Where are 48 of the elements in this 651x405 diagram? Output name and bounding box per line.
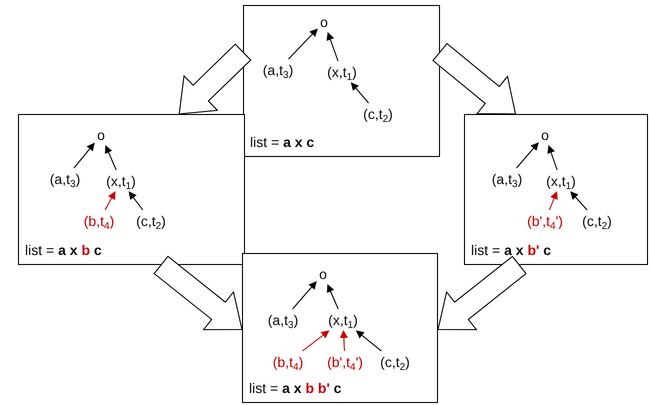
list-text: list = a x c	[250, 134, 314, 150]
arrow	[74, 142, 95, 168]
arrow	[350, 82, 370, 104]
list-text: list = a x b c	[25, 242, 102, 258]
arrow	[548, 191, 558, 210]
block-arrow	[154, 256, 243, 330]
arrow	[104, 145, 117, 170]
tree-node-label: o	[97, 127, 105, 143]
tree-node-label: (c,t$_{2}$)	[380, 354, 410, 370]
arrow	[547, 145, 558, 170]
arrow	[356, 330, 382, 352]
list-text: list = a x b b' c	[249, 380, 342, 396]
tree-node-label: (x,t$_{1}$)	[546, 173, 576, 189]
panel-frame	[243, 5, 440, 157]
tree-node-label: (x,t$_{1}$)	[106, 173, 136, 189]
arrow	[570, 191, 588, 210]
tree-node-label: o	[319, 266, 327, 282]
list-text: list = a x b' c	[471, 242, 552, 258]
arrow	[326, 284, 339, 310]
tree-node-label: (c,t$_{2}$)	[363, 106, 393, 122]
panel-frame	[464, 114, 648, 265]
tree-node-label: (b,t$_{4}$)	[84, 213, 114, 229]
tree-node-label: (a,t$_{3}$)	[268, 312, 298, 328]
block-arrow	[437, 256, 527, 330]
block-arrow	[178, 44, 252, 115]
tree-node-label: (b',t$_{4}$')	[327, 354, 363, 370]
arrow	[104, 191, 116, 210]
tree-node-label: (b,t$_{4}$)	[272, 354, 304, 370]
tree-node-label: (a,t$_{3}$)	[50, 171, 80, 187]
arrow	[302, 330, 330, 352]
tree-node-label: (c,t$_{2}$)	[136, 213, 166, 229]
tree-node-label: (x,t$_{1}$)	[328, 312, 358, 328]
tree-node-label: o	[320, 14, 328, 30]
arrow	[326, 32, 339, 62]
arrow	[292, 281, 317, 310]
tree-node-label: o	[541, 127, 549, 143]
tree-node-label: (a,t$_{3}$)	[492, 171, 522, 187]
tree-node-label: (b',t$_{4}$')	[527, 213, 563, 229]
arrow	[288, 28, 318, 60]
tree-node-label: (x,t$_{1}$)	[327, 64, 357, 80]
panel-frame	[242, 253, 438, 403]
panel-frame	[18, 114, 245, 265]
tree-node-label: (a,t$_{3}$)	[262, 62, 294, 78]
arrow	[128, 191, 144, 210]
arrow	[516, 142, 539, 168]
block-arrow	[432, 42, 516, 114]
tree-node-label: (c,t$_{2}$)	[582, 213, 612, 229]
arrow	[340, 330, 348, 352]
